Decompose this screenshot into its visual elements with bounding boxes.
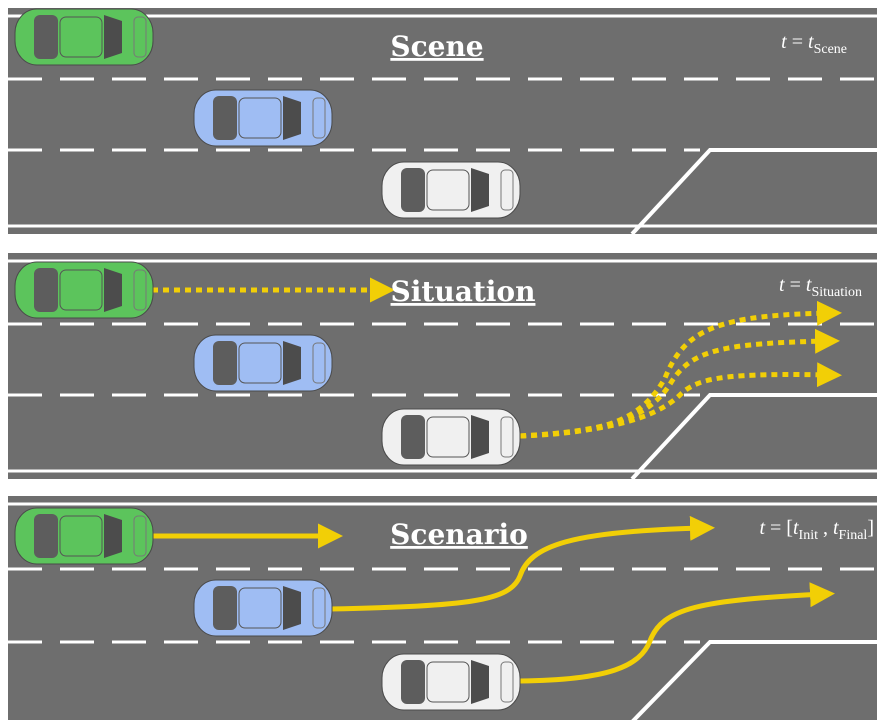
time-label: t = tSituation bbox=[779, 274, 862, 300]
car-roof bbox=[59, 16, 103, 58]
car-rear-window bbox=[213, 341, 237, 385]
car-hood-front bbox=[312, 97, 326, 139]
white-car-trajectory-3 bbox=[519, 362, 842, 439]
white-car-trajectory bbox=[519, 582, 835, 684]
possible-trajectories bbox=[152, 277, 842, 439]
time-label: t = [tInit , tFinal] bbox=[759, 517, 874, 543]
car-hood-front bbox=[312, 342, 326, 384]
car-hood-front bbox=[312, 587, 326, 629]
car-rear-window bbox=[34, 514, 58, 558]
car-windshield bbox=[283, 341, 301, 385]
green-car bbox=[14, 507, 154, 565]
white-car bbox=[381, 408, 521, 466]
car-windshield bbox=[104, 15, 122, 59]
car-windshield bbox=[471, 168, 489, 212]
blue-car bbox=[193, 334, 333, 392]
car-windshield bbox=[104, 514, 122, 558]
car-roof bbox=[426, 416, 470, 458]
car-rear-window bbox=[34, 268, 58, 312]
car-hood-front bbox=[500, 416, 514, 458]
car-roof bbox=[238, 342, 282, 384]
panel-scenario: Scenario t = [tInit , tFinal] bbox=[8, 496, 877, 720]
car-rear-window bbox=[401, 415, 425, 459]
car-windshield bbox=[283, 96, 301, 140]
blue-car bbox=[193, 89, 333, 147]
car-hood-front bbox=[133, 16, 147, 58]
car-rear-window bbox=[401, 660, 425, 704]
car-rear-window bbox=[401, 168, 425, 212]
panel-scene: Scene t = tScene bbox=[8, 8, 877, 236]
car-rear-window bbox=[34, 15, 58, 59]
panel-situation: Situation t = tSituation bbox=[8, 253, 877, 481]
car-roof bbox=[59, 269, 103, 311]
car-windshield bbox=[283, 586, 301, 630]
panel-title: Situation bbox=[391, 275, 536, 308]
blue-car-trajectory bbox=[329, 515, 715, 612]
car-hood-front bbox=[500, 661, 514, 703]
car-roof bbox=[426, 661, 470, 703]
ramp-edge-line bbox=[630, 393, 877, 481]
ramp-edge-line bbox=[630, 148, 877, 236]
car-windshield bbox=[471, 660, 489, 704]
car-windshield bbox=[104, 268, 122, 312]
green-car bbox=[14, 8, 154, 66]
white-car bbox=[381, 653, 521, 711]
car-roof bbox=[238, 97, 282, 139]
car-roof bbox=[426, 169, 470, 211]
car-roof bbox=[238, 587, 282, 629]
actual-trajectories bbox=[152, 515, 835, 684]
panel-title: Scenario bbox=[390, 518, 528, 551]
white-car bbox=[381, 161, 521, 219]
car-hood-front bbox=[133, 515, 147, 557]
car-roof bbox=[59, 515, 103, 557]
car-hood-front bbox=[133, 269, 147, 311]
blue-car bbox=[193, 579, 333, 637]
car-windshield bbox=[471, 415, 489, 459]
car-hood-front bbox=[500, 169, 514, 211]
car-rear-window bbox=[213, 586, 237, 630]
car-rear-window bbox=[213, 96, 237, 140]
road-markings bbox=[8, 259, 877, 481]
panel-title: Scene bbox=[390, 30, 483, 63]
road-markings bbox=[8, 502, 877, 720]
time-label: t = tScene bbox=[781, 31, 847, 57]
ramp-edge-line bbox=[631, 640, 877, 720]
road-markings bbox=[8, 14, 877, 236]
green-car bbox=[14, 261, 154, 319]
